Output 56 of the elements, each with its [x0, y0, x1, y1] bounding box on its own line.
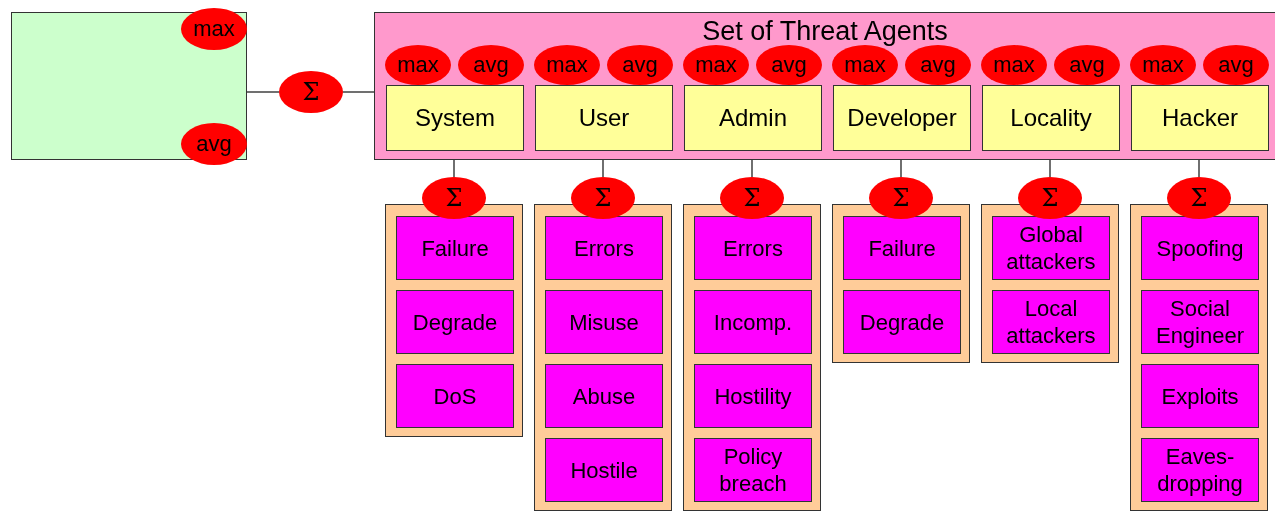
sum-oval: Σ — [720, 177, 784, 219]
sum-oval: Σ — [279, 71, 343, 113]
threat-box: DoS — [396, 364, 514, 428]
operator-oval: avg — [181, 123, 247, 165]
threat-box: Global attackers — [992, 216, 1110, 280]
sum-oval: Σ — [869, 177, 933, 219]
connector-line — [342, 91, 375, 93]
agent-box: Admin — [684, 85, 822, 151]
category-panel — [981, 204, 1119, 363]
threat-box: Abuse — [545, 364, 663, 428]
operator-oval: max — [385, 45, 451, 85]
sum-oval: Σ — [422, 177, 486, 219]
sum-oval: Σ — [1018, 177, 1082, 219]
category-panel — [683, 204, 821, 511]
threat-box: Failure — [843, 216, 961, 280]
threat-box: Misuse — [545, 290, 663, 354]
operator-oval: avg — [1203, 45, 1269, 85]
sum-oval: Σ — [1167, 177, 1231, 219]
operator-oval: avg — [905, 45, 971, 85]
operator-oval: max — [981, 45, 1047, 85]
threat-box: Hostility — [694, 364, 812, 428]
category-panel — [385, 204, 523, 437]
threat-box: Social Engineer — [1141, 290, 1259, 354]
operator-oval: max — [683, 45, 749, 85]
threat-box: Degrade — [396, 290, 514, 354]
threat-box: Local attackers — [992, 290, 1110, 354]
threat-box: Degrade — [843, 290, 961, 354]
group-panel — [374, 12, 1275, 160]
agent-box: Hacker — [1131, 85, 1269, 151]
agent-box: User — [535, 85, 673, 151]
category-panel — [832, 204, 970, 363]
category-panel — [534, 204, 672, 511]
agent-box: Developer — [833, 85, 971, 151]
operator-oval: avg — [1054, 45, 1120, 85]
threat-box: Hostile — [545, 438, 663, 502]
operator-oval: max — [1130, 45, 1196, 85]
operator-oval: avg — [458, 45, 524, 85]
agent-box: Locality — [982, 85, 1120, 151]
operator-oval: max — [534, 45, 600, 85]
operator-oval: max — [181, 8, 247, 50]
threat-box: Eaves-dropping — [1141, 438, 1259, 502]
operator-oval: max — [832, 45, 898, 85]
threat-box: Spoofing — [1141, 216, 1259, 280]
operator-oval: avg — [607, 45, 673, 85]
agent-box: System — [386, 85, 524, 151]
threat-box: Errors — [545, 216, 663, 280]
sum-oval: Σ — [571, 177, 635, 219]
threat-box: Policy breach — [694, 438, 812, 502]
threat-box: Exploits — [1141, 364, 1259, 428]
threat-box: Errors — [694, 216, 812, 280]
threat-box: Failure — [396, 216, 514, 280]
threat-box: Incomp. — [694, 290, 812, 354]
connector-line — [246, 91, 280, 93]
category-panel — [1130, 204, 1268, 511]
group-title: Set of Threat Agents — [701, 16, 949, 47]
operator-oval: avg — [756, 45, 822, 85]
